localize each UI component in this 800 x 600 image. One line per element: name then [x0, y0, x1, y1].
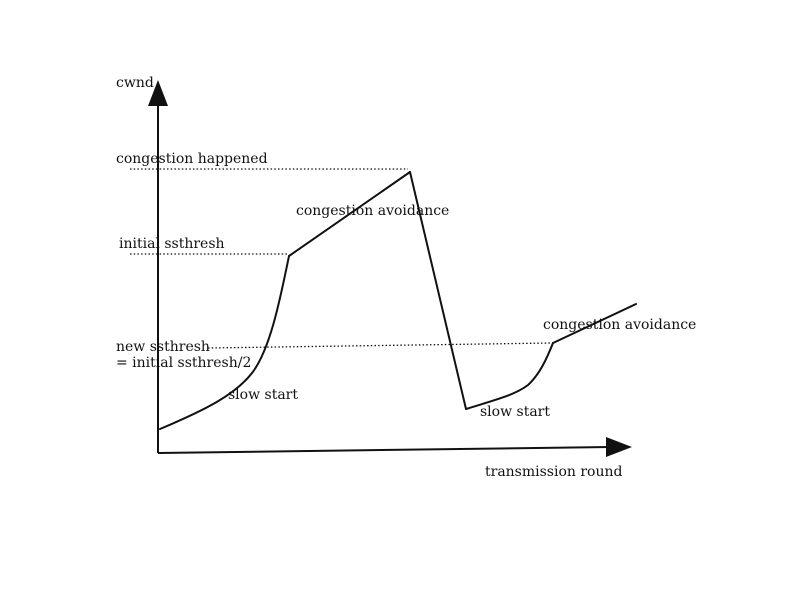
slow-start-label-2: slow start: [480, 404, 550, 420]
congestion-avoidance-line-1: [288, 171, 411, 257]
initial-ssthresh-label: initial ssthresh: [119, 236, 225, 252]
congestion-drop-line: [409, 171, 467, 410]
congestion-avoidance-line-2: [552, 303, 637, 344]
slow-start-curve-1: [159, 255, 290, 430]
congestion-happened-label: congestion happened: [116, 151, 268, 167]
y-axis-label: cwnd: [116, 75, 154, 91]
congestion-avoidance-label-2: congestion avoidance: [543, 317, 696, 333]
congestion-avoidance-label-1: congestion avoidance: [296, 203, 449, 219]
x-axis: [157, 446, 611, 454]
x-axis-label: transmission round: [485, 464, 623, 480]
slow-start-curve-2: [465, 342, 554, 410]
new-ssthresh-label: new ssthresh: [116, 339, 210, 355]
slow-start-label-1: slow start: [228, 387, 298, 403]
y-axis-arrowhead: [148, 80, 168, 106]
x-axis-arrowhead: [606, 437, 632, 457]
new-ssthresh-formula-label: = initial ssthresh/2: [116, 355, 251, 371]
new-ssthresh-line: [207, 342, 553, 349]
